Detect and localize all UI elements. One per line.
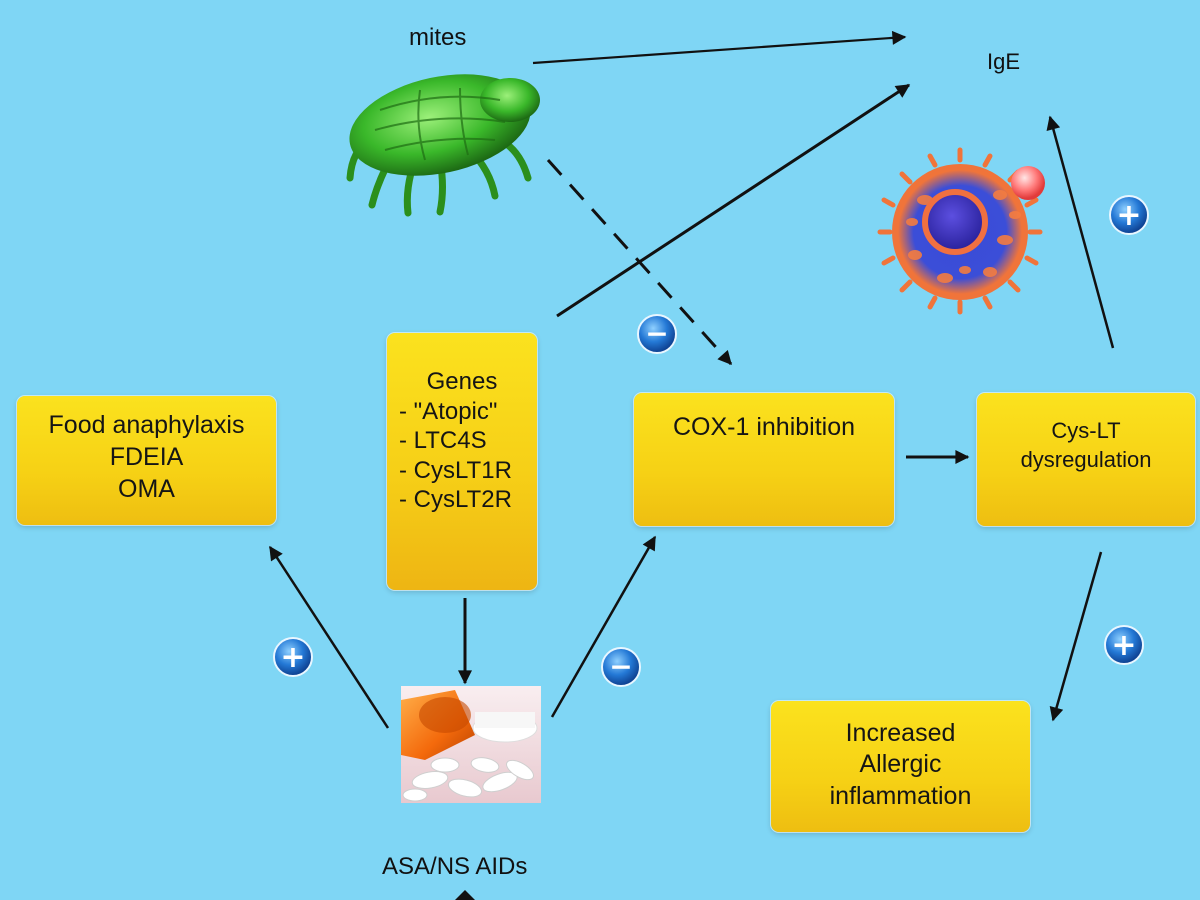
- mites-label: mites: [409, 24, 467, 51]
- pills-image: [401, 686, 541, 803]
- svg-text:−: −: [609, 650, 632, 683]
- svg-text:+: +: [280, 640, 305, 675]
- asa-nsaids-label: ASA/NS AIDs: [382, 853, 528, 880]
- arrow-asa-to-food: [268, 545, 390, 729]
- increased-box-line: Increased: [845, 719, 956, 747]
- cys-box-line: Cys-LT: [1051, 418, 1121, 443]
- increased-allergic-inflammation-box: Increased Allergic inflammation: [771, 701, 1030, 832]
- arrow-asa-to-cox: [550, 535, 657, 718]
- arrow-mites-to-ige: [532, 30, 907, 65]
- genes-box: Genes - "Atopic" - LTC4S - CysLT1R - Cys…: [387, 333, 537, 590]
- svg-text:−: −: [645, 317, 668, 350]
- cox-box-text: COX-1 inhibition: [672, 413, 856, 441]
- arrow-mites-to-cox-dashed: [546, 158, 733, 366]
- increased-box-line: inflammation: [829, 781, 972, 810]
- plus-badge-cys-ige: +: [1109, 195, 1149, 235]
- cys-box-line: dysregulation: [1020, 446, 1152, 472]
- arrow-stub-bottom: [455, 890, 475, 900]
- genes-box-title: Genes: [426, 368, 498, 395]
- arrow-cys-to-ige: [1046, 115, 1115, 349]
- mite-icon: [346, 74, 540, 217]
- arrow-cys-to-increased: [1049, 551, 1103, 722]
- plus-badge-asa-food: +: [273, 637, 313, 677]
- minus-badge-mites-cox: −: [637, 314, 677, 354]
- genes-box-item: - "Atopic": [399, 397, 498, 425]
- genes-box-item: - CysLT1R: [399, 456, 512, 484]
- minus-badge-asa-cox: −: [601, 647, 641, 687]
- food-box-line: OMA: [118, 474, 175, 503]
- food-anaphylaxis-box: Food anaphylaxis FDEIA OMA: [17, 396, 276, 525]
- genes-box-item: - LTC4S: [399, 427, 487, 455]
- svg-text:+: +: [1116, 198, 1141, 233]
- cox1-inhibition-box: COX-1 inhibition: [634, 393, 894, 526]
- arrow-genes-to-ige: [556, 83, 911, 318]
- increased-box-line: Allergic: [859, 750, 942, 779]
- genes-box-item: - CysLT2R: [399, 486, 512, 514]
- food-box-line: Food anaphylaxis: [48, 411, 245, 439]
- cys-lt-dysregulation-box: Cys-LT dysregulation: [977, 393, 1195, 526]
- ige-label: IgE: [987, 49, 1021, 74]
- svg-text:+: +: [1111, 628, 1136, 663]
- food-box-line: FDEIA: [109, 442, 184, 471]
- plus-badge-cys-increased: +: [1104, 625, 1144, 665]
- mast-cell-icon: [877, 147, 1045, 315]
